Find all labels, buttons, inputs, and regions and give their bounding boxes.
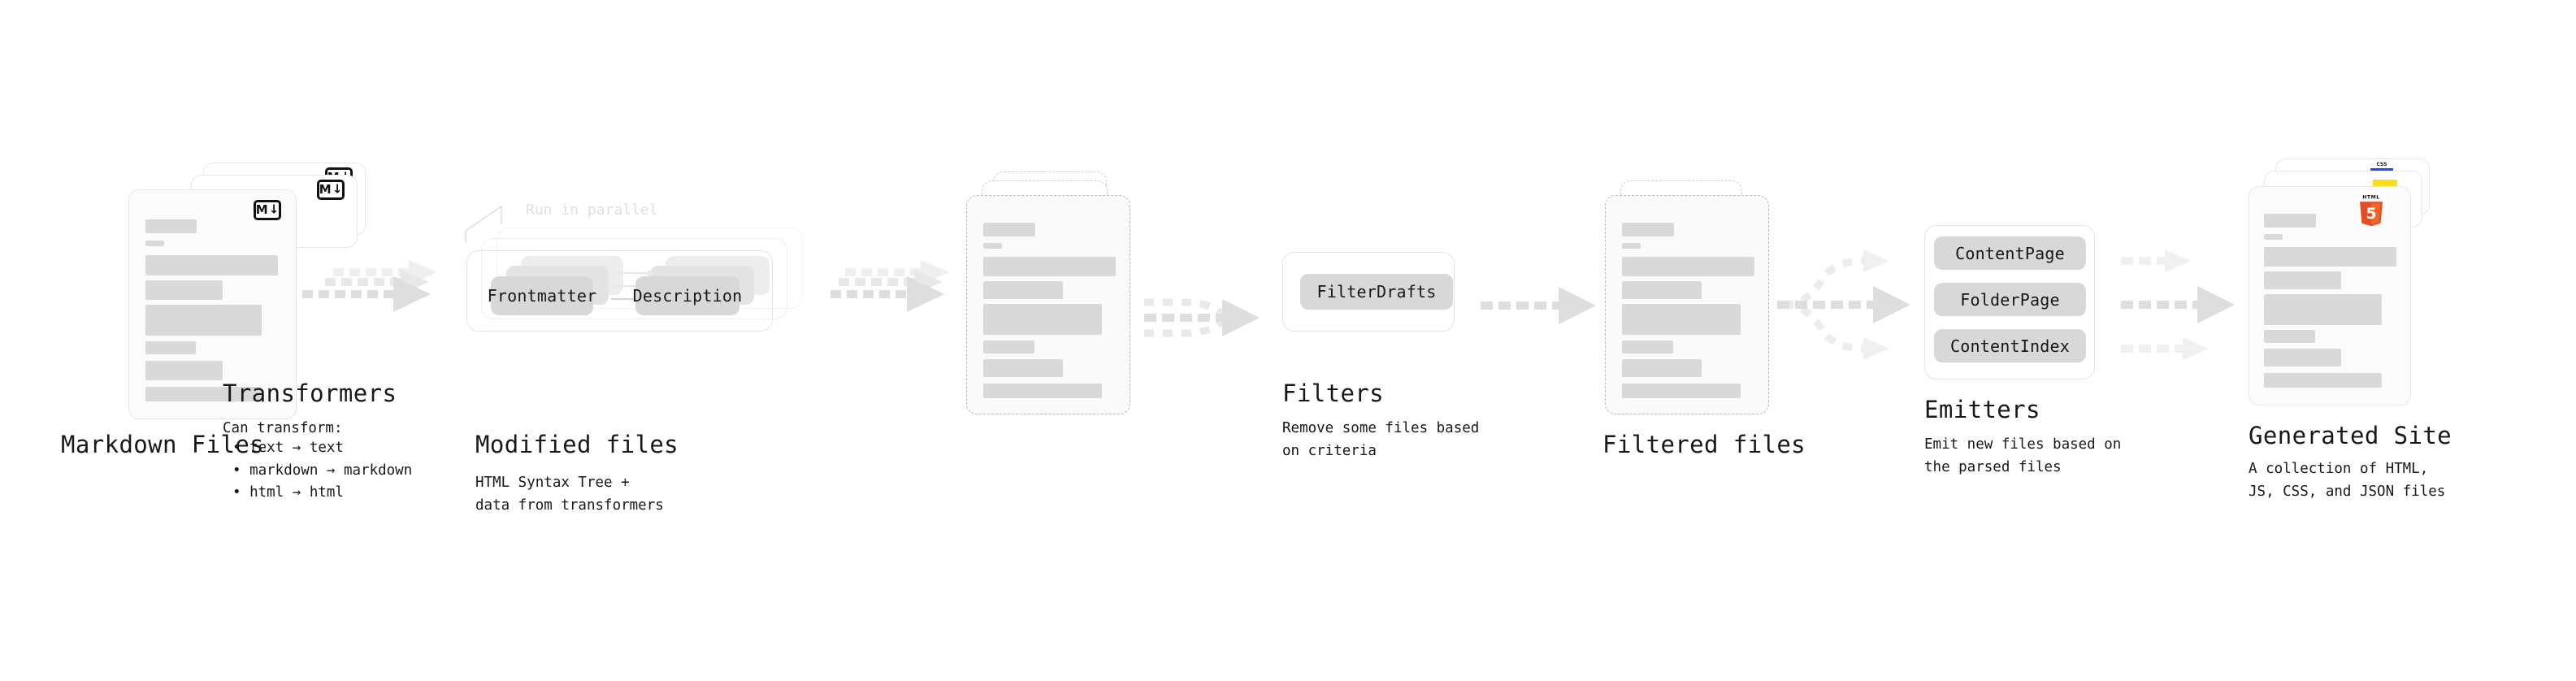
svg-text:5: 5 xyxy=(2366,206,2377,223)
stage-desc-filters: Remove some files based on criteria xyxy=(1282,420,1480,460)
markdown-card-front xyxy=(128,189,297,419)
css-underline xyxy=(2370,168,2393,171)
markdown-icon-front: M↓ xyxy=(254,200,281,220)
stage-title-filtered-files: Filtered files xyxy=(1602,431,1806,458)
run-in-parallel-label: Run in parallel xyxy=(526,202,658,219)
modified-card-front xyxy=(966,195,1130,414)
connector-filters-to-filtered xyxy=(1481,287,1596,324)
stage-title-markdown-files: Markdown Files xyxy=(61,431,265,458)
skeleton-block xyxy=(2264,247,2396,267)
stage-title-generated-site: Generated Site xyxy=(2249,422,2452,449)
skeleton-block xyxy=(145,387,262,401)
emitter-chip-contentindex[interactable]: ContentIndex xyxy=(1934,329,2086,362)
stage-title-transformers-visible: Transformers xyxy=(223,380,397,407)
skeleton-block xyxy=(1622,304,1741,335)
markdown-down-arrow-glyph: ↓ xyxy=(268,202,280,217)
stage-desc-emitters: Emit new files based on the parsed files xyxy=(1924,436,2122,476)
stage-desc-transformers-intro: Can transform: xyxy=(223,420,343,436)
stage-title-emitters: Emitters xyxy=(1924,396,2040,423)
skeleton-block xyxy=(2264,271,2341,289)
skeleton-block xyxy=(145,280,223,300)
emitter-chip-contentpage[interactable]: ContentPage xyxy=(1934,236,2086,270)
skeleton-block xyxy=(983,304,1102,335)
html5-icon: HTML 5 xyxy=(2360,195,2383,227)
filtered-card-front xyxy=(1605,195,1769,414)
skeleton-block xyxy=(145,255,278,275)
stage-desc-transformers-bullet-2: • markdown → markdown xyxy=(232,462,413,479)
skeleton-subtitle xyxy=(2264,234,2283,240)
skeleton-block xyxy=(145,361,223,380)
skeleton-block xyxy=(145,305,262,336)
connector-filtered-to-emitters xyxy=(1777,249,1910,360)
stage-title-filters: Filters xyxy=(1282,380,1385,407)
stage-desc-transformers-bullet-3: • html → html xyxy=(232,484,344,501)
stage-desc-generated-site: A collection of HTML, JS, CSS, and JSON … xyxy=(2249,461,2446,501)
emitter-chip-folderpage[interactable]: FolderPage xyxy=(1934,283,2086,316)
connector-modified-to-filters xyxy=(1144,298,1260,337)
generated-card-front xyxy=(2249,186,2411,406)
svg-text:HTML: HTML xyxy=(2362,195,2380,201)
skeleton-block xyxy=(983,384,1102,398)
skeleton-title xyxy=(2264,214,2316,228)
transformers-panel-mid xyxy=(481,238,787,319)
skeleton-block xyxy=(1622,340,1673,354)
skeleton-block xyxy=(1622,257,1754,276)
transformers-panel-front xyxy=(466,250,773,332)
skeleton-block xyxy=(983,340,1034,354)
markdown-letter: M xyxy=(255,202,268,217)
connector-markdown-to-transformers xyxy=(302,260,437,312)
skeleton-block xyxy=(1622,281,1702,299)
skeleton-subtitle xyxy=(145,241,164,246)
skeleton-block xyxy=(1622,384,1741,398)
run-in-parallel-bracket xyxy=(465,205,502,242)
markdown-letter: M xyxy=(319,182,332,197)
transformer-chip-description[interactable]: Description xyxy=(633,276,742,315)
markdown-icon-mid: M↓ xyxy=(317,180,345,200)
stage-title-modified-files-visible: Modified files xyxy=(475,431,679,458)
connector-transformers-to-modified xyxy=(830,260,949,312)
skeleton-block xyxy=(2264,373,2382,388)
skeleton-title xyxy=(145,219,197,233)
skeleton-title xyxy=(983,223,1035,236)
css-label: CSS xyxy=(2376,162,2387,167)
skeleton-block xyxy=(145,341,196,354)
skeleton-block xyxy=(983,257,1116,276)
skeleton-block xyxy=(2264,349,2341,367)
skeleton-block xyxy=(983,281,1063,299)
markdown-down-arrow-glyph: ↓ xyxy=(332,181,343,197)
filter-chip-filterdrafts[interactable]: FilterDrafts xyxy=(1300,274,1453,310)
transformer-chip-frontmatter[interactable]: Frontmatter xyxy=(488,276,596,315)
stage-desc-modified-files: HTML Syntax Tree + data from transformer… xyxy=(475,475,664,514)
skeleton-subtitle xyxy=(1622,243,1641,249)
connector-emitters-to-site xyxy=(2121,249,2235,360)
skeleton-block xyxy=(1622,359,1702,377)
emitters-panel xyxy=(1924,225,2095,380)
skeleton-subtitle xyxy=(983,243,1002,249)
stage-desc-transformers-bullet-1: • text → text xyxy=(232,440,344,456)
css-icon: CSS xyxy=(2370,163,2393,173)
skeleton-block xyxy=(2264,330,2315,343)
skeleton-block xyxy=(2264,294,2382,325)
filters-panel xyxy=(1282,252,1455,332)
skeleton-block xyxy=(983,359,1063,377)
skeleton-title xyxy=(1622,223,1674,236)
